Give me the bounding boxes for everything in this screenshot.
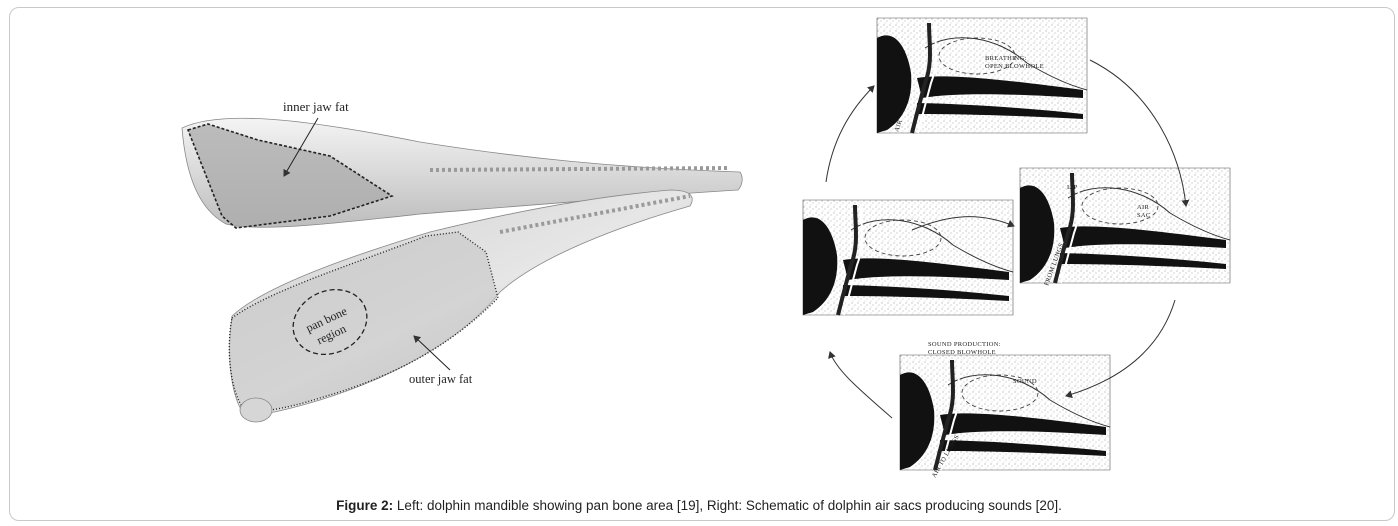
inner-jaw-fat-label: inner jaw fat bbox=[283, 99, 349, 114]
figure-illustration: inner jaw fat pan bone region outer jaw … bbox=[0, 0, 1398, 500]
air-sac-cycle-diagram bbox=[803, 18, 1230, 470]
outer-jaw-fat-label: outer jaw fat bbox=[409, 372, 473, 386]
figure-caption: Figure 2: Left: dolphin mandible showing… bbox=[0, 498, 1398, 513]
breathing-label-line2: OPEN BLOWHOLE bbox=[985, 63, 1044, 70]
breathing-label-line1: BREATHING: bbox=[985, 55, 1027, 62]
lip-label: LIP bbox=[1067, 184, 1078, 191]
sac-label: SAC bbox=[1137, 212, 1151, 219]
figure-caption-label: Figure 2: bbox=[336, 498, 393, 513]
sound-label: SOUND bbox=[1013, 378, 1037, 385]
sound-production-label-line1: SOUND PRODUCTION: bbox=[928, 341, 1001, 348]
figure-caption-text: Left: dolphin mandible showing pan bone … bbox=[393, 498, 1062, 513]
sound-head bbox=[900, 355, 1110, 470]
breathing-head bbox=[877, 18, 1087, 133]
air-label: AIR bbox=[1137, 204, 1149, 211]
sound-production-label-line2: CLOSED BLOWHOLE bbox=[928, 349, 996, 356]
